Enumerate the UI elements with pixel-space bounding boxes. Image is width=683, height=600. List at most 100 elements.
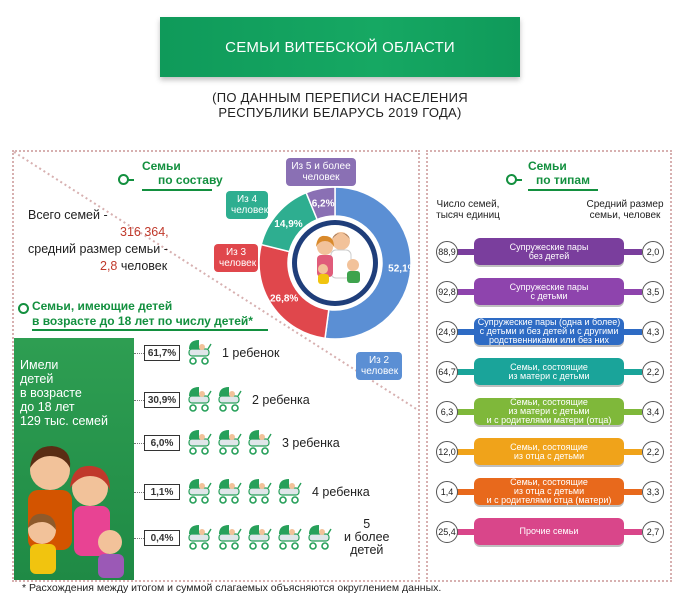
donut-pct-labels: 52,1% 26,8% 14,9% 6,2% xyxy=(270,199,415,305)
footnote: * Расхождения между итогом и суммой слаг… xyxy=(22,582,442,594)
children-pct-box: 0,4% xyxy=(144,530,180,546)
family-illustration xyxy=(316,232,360,284)
total-families-value: 316 364, xyxy=(120,225,169,239)
type-count-value: 1,4 xyxy=(436,481,458,503)
children-side-panel: Имели детей в возрасте до 18 лет 129 тыс… xyxy=(14,338,134,580)
children-pct-box: 1,1% xyxy=(144,484,180,500)
donut-pct-label: 6,2% xyxy=(312,199,335,210)
children-pct-box: 30,9% xyxy=(144,392,180,408)
stroller-icon xyxy=(218,479,242,504)
children-leader-line xyxy=(134,538,144,539)
types-heading-line-2: по типам xyxy=(536,173,590,187)
composition-donut-chart: 52,1% 26,8% 14,9% 6,2% xyxy=(258,186,415,340)
children-leader-line xyxy=(134,400,144,401)
type-row: 25,4 Прочие семьи 2,7 xyxy=(430,513,670,551)
type-size-value: 2,0 xyxy=(642,241,664,263)
slice-2-persons xyxy=(324,186,412,340)
avg-size-label: средний размер семьи - xyxy=(28,242,168,256)
type-size-value: 2,2 xyxy=(642,361,664,383)
stroller-icon xyxy=(218,387,242,412)
page-title: СЕМЬИ ВИТЕБСКОЙ ОБЛАСТИ xyxy=(225,38,455,56)
heading-ring-icon xyxy=(18,303,29,314)
types-heading-line-1: Семьи xyxy=(528,159,567,173)
stroller-icon xyxy=(188,525,212,550)
stroller-icon xyxy=(188,387,212,412)
stroller-icon xyxy=(278,525,302,550)
type-row: 24,9 Супружеские пары (одна и более)с дет… xyxy=(430,313,670,351)
children-count-label: 2 ребенка xyxy=(252,393,310,407)
type-size-value: 2,2 xyxy=(642,441,664,463)
total-families-label: Всего семей - xyxy=(28,208,108,222)
type-size-value: 3,5 xyxy=(642,281,664,303)
type-count-value: 12,0 xyxy=(436,441,458,463)
types-col-left-header: Число семей, тысяч единиц xyxy=(436,199,500,221)
composition-heading-line-2: по составу xyxy=(158,173,223,187)
type-count-value: 24,9 xyxy=(436,321,458,343)
stroller-icon xyxy=(188,479,212,504)
stroller-icon xyxy=(218,525,242,550)
stroller-icon xyxy=(308,525,332,550)
stroller-icon xyxy=(278,479,302,504)
stroller-icon xyxy=(188,430,212,455)
children-count-label: 4 ребенка xyxy=(312,485,370,499)
children-leader-line xyxy=(134,443,144,444)
slice-label-5plus: Из 5 и более человек xyxy=(286,158,356,186)
type-label-bar: Прочие семьи xyxy=(474,518,624,545)
composition-heading-line-1: Семьи xyxy=(142,159,181,173)
stroller-icon xyxy=(188,340,212,365)
children-leader-line xyxy=(134,492,144,493)
family-portrait-illustration xyxy=(28,446,124,578)
type-count-value: 6,3 xyxy=(436,401,458,423)
type-label-bar: Супружеские пары (одна и более)с детьми … xyxy=(474,318,624,345)
children-count-label: 3 ребенка xyxy=(282,436,340,450)
subtitle-line-1: (ПО ДАННЫМ ПЕРЕПИСИ НАСЕЛЕНИЯ xyxy=(212,90,468,105)
type-size-value: 2,7 xyxy=(642,521,664,543)
subtitle-line-2: РЕСПУБЛИКИ БЕЛАРУСЬ 2019 ГОДА) xyxy=(218,105,462,120)
type-size-value: 3,4 xyxy=(642,401,664,423)
donut-pct-label: 26,8% xyxy=(270,294,298,305)
avg-size-value: 2,8 xyxy=(100,259,118,273)
children-heading-line-1: Семьи, имеющие детей xyxy=(32,299,173,313)
title-banner: СЕМЬИ ВИТЕБСКОЙ ОБЛАСТИ xyxy=(160,17,520,77)
type-count-value: 25,4 xyxy=(436,521,458,543)
left-panel-frame xyxy=(12,150,420,582)
children-pct-box: 61,7% xyxy=(144,345,180,361)
children-heading-line-2: в возрасте до 18 лет по числу детей* xyxy=(32,314,253,328)
slice-5plus-persons xyxy=(305,186,336,221)
children-leader-line xyxy=(134,353,144,354)
children-count-label: 1 ребенок xyxy=(222,346,280,360)
totals-block: Всего семей - 316 364, средний размер се… xyxy=(28,207,198,275)
type-size-value: 4,3 xyxy=(642,321,664,343)
slice-label-3: Из 3 человек xyxy=(214,244,258,272)
types-col-right-header: Средний размер семьи, человек xyxy=(586,199,664,221)
children-side-text: Имели детей в возрасте до 18 лет 129 тыс… xyxy=(20,358,108,428)
type-count-value: 64,7 xyxy=(436,361,458,383)
stroller-icon xyxy=(248,525,272,550)
stroller-icon xyxy=(248,479,272,504)
type-size-value: 3,3 xyxy=(642,481,664,503)
type-count-value: 92,8 xyxy=(436,281,458,303)
donut-pct-label: 52,1% xyxy=(388,263,415,274)
slice-label-4: Из 4 человек xyxy=(226,191,268,219)
stroller-icon xyxy=(248,430,272,455)
slice-label-2: Из 2 человек xyxy=(356,352,402,380)
avg-size-unit: человек xyxy=(120,259,168,273)
donut-pct-label: 14,9% xyxy=(274,219,302,230)
subtitle: (ПО ДАННЫМ ПЕРЕПИСИ НАСЕЛЕНИЯ РЕСПУБЛИКИ… xyxy=(170,90,510,120)
children-pct-box: 6,0% xyxy=(144,435,180,451)
stroller-icon xyxy=(218,430,242,455)
donut-slices xyxy=(258,186,412,340)
